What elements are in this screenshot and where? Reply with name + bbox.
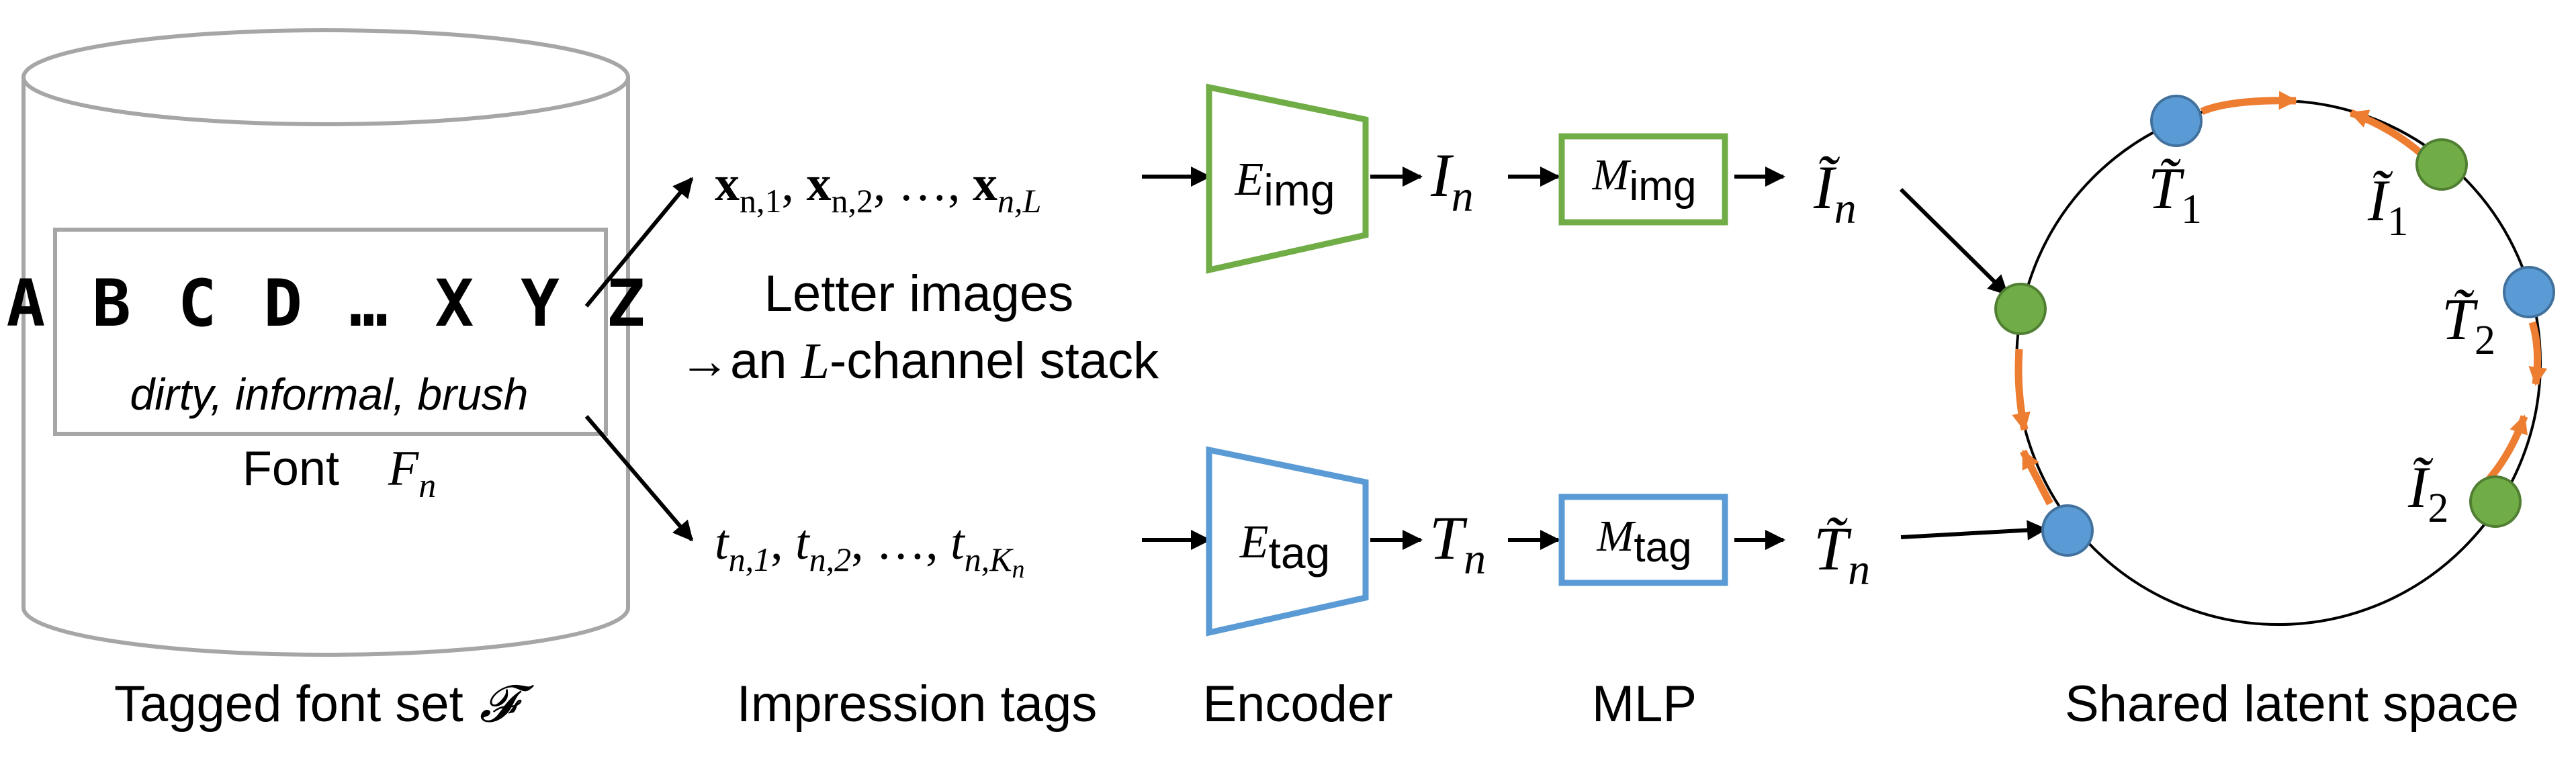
- pull-arrow-tn-to-in: [2020, 449, 2053, 506]
- tag-encoder-block: [1206, 446, 1369, 637]
- latent-label-tag-1: T̃1: [2148, 156, 2202, 232]
- pull-arrow-in-to-tn: [2012, 349, 2031, 432]
- image-feature: In: [1430, 141, 1474, 221]
- latent-point-image-n: [1994, 283, 2047, 335]
- letter-images-caption-line1: Letter images: [764, 265, 1073, 322]
- letter-images-caption-line2: →an L-channel stack: [679, 332, 1159, 389]
- pull-arrow-i2-to-t2: [2482, 414, 2528, 486]
- latent-point-tag-n: [2041, 504, 2094, 557]
- latent-point-image-1: [2415, 138, 2468, 191]
- pull-arrow-t1-to-i1: [2200, 91, 2298, 116]
- footer-encoder: Encoder: [1202, 676, 1392, 733]
- image-encoder-label: Eimg: [1234, 154, 1335, 215]
- image-mlp-block: [1558, 133, 1728, 226]
- latent-point-tag-1: [2150, 95, 2203, 147]
- font-impression-tags: dirty, informal, brush: [130, 369, 529, 419]
- latent-point-image-2: [2469, 475, 2522, 528]
- tag-embedding: T̃n: [1814, 514, 1870, 594]
- arrow-image-embedding-to-latent: [1899, 187, 2009, 296]
- font-card-frame: [53, 228, 608, 436]
- arrow-card-to-tags: [584, 415, 694, 542]
- tag-encoder-label: Etag: [1239, 516, 1331, 578]
- image-mlp-label: Mimg: [1592, 150, 1697, 210]
- latent-label-image-2: Ĩ2: [2407, 455, 2448, 531]
- tag-mlp-label: Mtag: [1596, 512, 1691, 571]
- font-symbol: Fn: [388, 441, 436, 505]
- footer-impression-tags: Impression tags: [737, 676, 1097, 733]
- cylinder-top: [21, 28, 630, 126]
- font-card: A B C D … X Y Z dirty, informal, brush: [7, 228, 650, 436]
- latent-space: T̃1 Ĩ1 T̃2 Ĩ2: [1899, 91, 2555, 626]
- arrow-card-to-images: [584, 177, 694, 308]
- arrow-tag-embedding-to-latent: [1900, 520, 2047, 541]
- font-label: Font: [242, 442, 339, 496]
- tag-feature: Tn: [1429, 504, 1486, 584]
- footer-mlp: MLP: [1592, 676, 1697, 733]
- image-embedding: Ĩn: [1813, 153, 1857, 233]
- impression-tag-sequence: tn,1, tn,2, …, tn,Kn: [715, 515, 1025, 584]
- latent-label-image-1: Ĩ1: [2367, 169, 2408, 244]
- latent-label-tag-2: T̃2: [2442, 287, 2495, 363]
- image-encoder-block: [1206, 83, 1369, 274]
- font-glyph-sample: A B C D … X Y Z: [7, 266, 650, 341]
- footer-latent: Shared latent space: [2065, 676, 2519, 733]
- letter-image-sequence: xn,1, xn,2, …, xn,L: [715, 156, 1041, 220]
- pull-arrow-t2-to-i2: [2528, 321, 2548, 386]
- latent-point-tag-2: [2503, 266, 2555, 318]
- tag-mlp-block: [1558, 494, 1728, 586]
- pull-arrow-i1-to-t1: [2349, 109, 2425, 158]
